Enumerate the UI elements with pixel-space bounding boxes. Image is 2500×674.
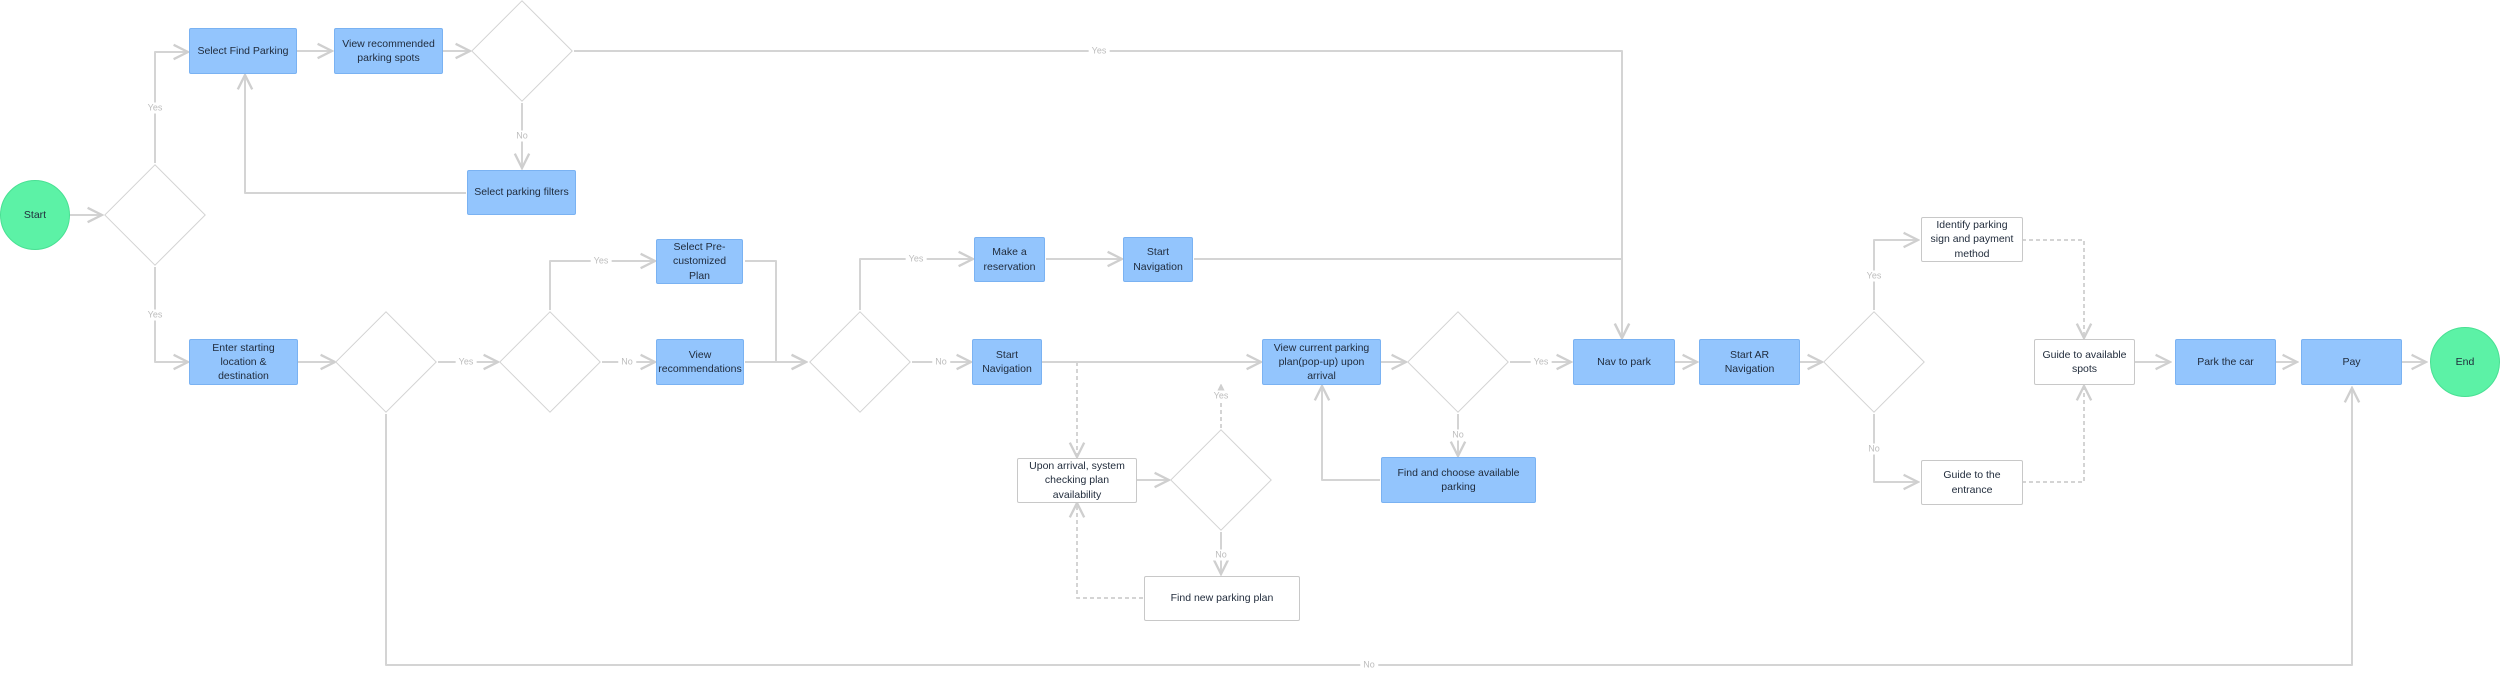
edge-label-ar-yes: Yes <box>1863 270 1885 282</box>
edge-d3-bottom <box>385 388 2352 666</box>
edge-label-filters-no: No <box>513 130 531 142</box>
edge-precustom-d5 <box>745 260 806 362</box>
edge-findchoose-viewcurrent <box>1322 386 1380 481</box>
edge-identify-guide <box>2022 239 2084 338</box>
end-node: End <box>2430 327 2500 397</box>
edge-label-ar-no: No <box>1865 443 1883 455</box>
edge-label-d6-yes: Yes <box>1530 356 1552 368</box>
edge-label-d5-no: No <box>932 356 950 368</box>
identify-parking-sign-node: Identify parking sign and payment method <box>1921 217 2023 262</box>
make-reservation-node: Make a reservation <box>974 237 1045 282</box>
upon-arrival-check-node: Upon arrival, system checking plan avail… <box>1017 458 1137 503</box>
edge-filters-sfp <box>245 75 466 194</box>
edge-label-arrival-yes: Yes <box>1210 390 1232 402</box>
edge-label-d3-yes: Yes <box>455 356 477 368</box>
edge-d4-precustom <box>549 261 655 310</box>
start-navigation-top-node: Start Navigation <box>1123 237 1193 282</box>
guide-to-spots-node: Guide to available spots <box>2034 339 2135 385</box>
nav-to-park-node: Nav to park <box>1573 339 1675 385</box>
select-parking-filters-node: Select parking filters <box>467 170 576 215</box>
edge-d1-top <box>154 52 188 163</box>
edge-d8-identify <box>1873 240 1918 310</box>
edge-label-d4-no: No <box>618 356 636 368</box>
find-new-plan-node: Find new parking plan <box>1144 576 1300 621</box>
edge-d1-bottom <box>154 267 188 362</box>
edge-entrance-guide <box>2022 386 2084 483</box>
select-find-parking-node: Select Find Parking <box>189 28 297 74</box>
guide-to-entrance-node: Guide to the entrance <box>1921 460 2023 505</box>
edge-label-bottom-no: No <box>1360 659 1378 671</box>
edge-label-d1-yes: Yes <box>144 102 166 114</box>
edge-d2-navpark <box>574 50 1622 338</box>
edge-label-d6-no: No <box>1449 429 1467 441</box>
select-precustomized-plan-node: Select Pre-customized Plan <box>656 239 743 284</box>
view-current-plan-node: View current parking plan(pop-up) upon a… <box>1262 339 1381 385</box>
view-recommendations-node: View recommendations <box>656 339 744 385</box>
start-node: Start <box>0 180 70 250</box>
edge-findnew-arrival <box>1077 503 1143 599</box>
edge-d5-reserve <box>859 259 973 310</box>
enter-starting-location-node: Enter starting location & destination <box>189 339 298 385</box>
start-ar-navigation-node: Start AR Navigation <box>1699 339 1800 385</box>
edge-startnav-navpark <box>1194 258 1622 338</box>
edge-label-arrival-no: No <box>1212 549 1230 561</box>
park-the-car-node: Park the car <box>2175 339 2276 385</box>
pay-node: Pay <box>2301 339 2402 385</box>
edge-label-top-yes: Yes <box>1088 45 1110 57</box>
edge-label-d1-no: Yes <box>144 309 166 321</box>
edge-label-d5-yes: Yes <box>905 253 927 265</box>
edge-label-d4-yes: Yes <box>590 255 612 267</box>
start-navigation-mid-node: Start Navigation <box>972 339 1042 385</box>
edge-d8-entrance <box>1873 414 1918 482</box>
view-recommended-spots-node: View recommended parking spots <box>334 28 443 74</box>
find-choose-available-node: Find and choose available parking <box>1381 457 1536 503</box>
